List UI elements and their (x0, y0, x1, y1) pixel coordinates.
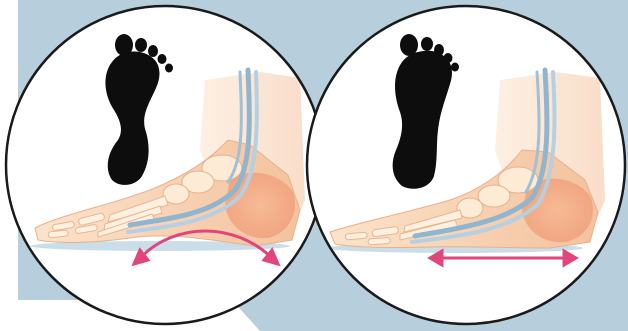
panel-flat-foot (307, 6, 625, 324)
panel-normal-arch (6, 6, 324, 324)
